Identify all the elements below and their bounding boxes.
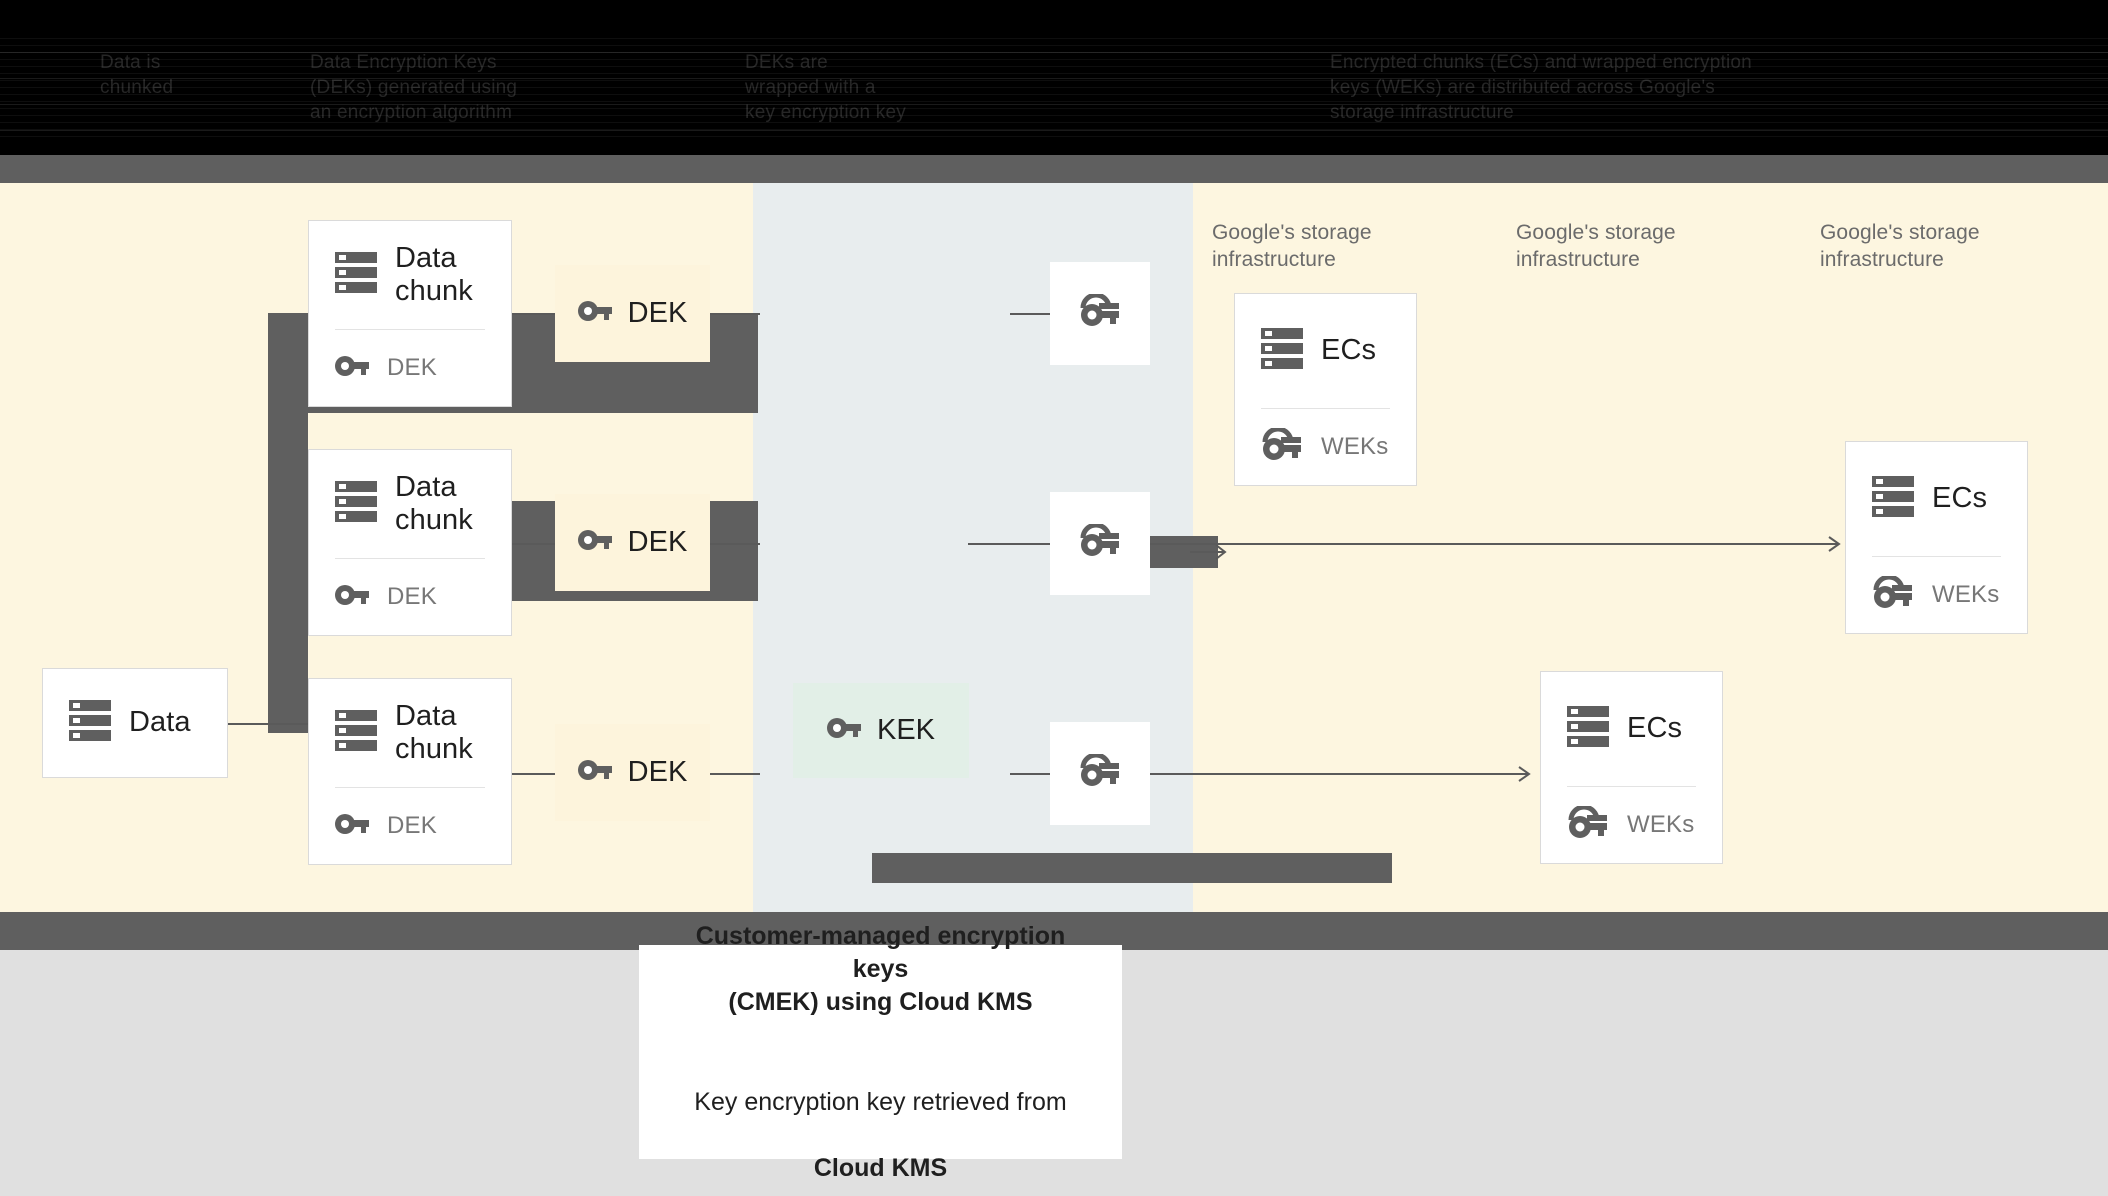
card-data-chunk-1[interactable]: Data chunk DEK (308, 220, 512, 407)
connector-dek2-out (710, 543, 760, 545)
chip-dek-label: DEK (627, 756, 688, 788)
connector-chunk2-dek (510, 543, 555, 545)
wrapped-key-icon (1079, 522, 1121, 563)
wrapped-key-icon (1567, 804, 1609, 845)
key-icon (577, 528, 612, 557)
card-ecs-3[interactable]: ECs WEKs (1540, 671, 1723, 864)
card-ecs-key-label: WEKs (1627, 811, 1695, 838)
chip-kek-label: KEK (876, 714, 936, 746)
connector-kek-out (968, 543, 1013, 545)
column-heading-2: Google's storage infrastructure (1516, 221, 1676, 271)
card-divider (335, 787, 485, 788)
server-icon (335, 709, 377, 758)
card-data-title: Data (129, 706, 191, 739)
chip-dek-label: DEK (627, 526, 688, 558)
server-icon (1872, 475, 1914, 524)
server-icon (335, 251, 377, 300)
chip-dek-label: DEK (627, 297, 688, 329)
card-chunk-title: Data chunk (395, 699, 473, 765)
card-data-chunk-2[interactable]: Data chunk DEK (308, 449, 512, 636)
card-divider (1872, 556, 2001, 557)
key-icon (335, 812, 369, 841)
card-ecs-1[interactable]: ECs WEKs (1234, 293, 1417, 486)
slab-chunk-spine (268, 313, 308, 733)
arrow-to-ecs-2 (1150, 536, 1841, 552)
connector-chunk3-dek (510, 773, 555, 775)
header-label-wrapping: DEKs are wrapped with a key encryption k… (745, 52, 906, 123)
box-wrapped-key-2[interactable] (1050, 492, 1150, 595)
top-divider-band (0, 155, 2108, 183)
caption-normal-bold: Cloud KMS (813, 1153, 948, 1182)
caption-bold-line: Customer-managed encryption keys (CMEK) … (695, 921, 1066, 1016)
caption-normal-line: Key encryption key retrieved from Cloud … (694, 1053, 1066, 1185)
connector-to-wek3 (1010, 773, 1050, 775)
box-wrapped-key-1[interactable] (1050, 262, 1150, 365)
slab-bottom-rail (872, 853, 1392, 883)
arrow-to-ecs-1 (1190, 544, 1227, 560)
chip-dek-2[interactable]: DEK (555, 494, 710, 591)
header-label-dek: Data Encryption Keys (DEKs) generated us… (310, 52, 518, 123)
wrapped-key-icon (1079, 292, 1121, 333)
card-data-chunk-3[interactable]: Data chunk DEK (308, 678, 512, 865)
key-icon (577, 299, 612, 328)
connector-dek1-out (710, 313, 760, 315)
box-wrapped-key-3[interactable] (1050, 722, 1150, 825)
key-icon (335, 354, 369, 383)
card-ecs-title: ECs (1627, 712, 1683, 745)
key-icon (335, 583, 369, 612)
card-divider (1261, 408, 1390, 409)
card-chunk-key-label: DEK (387, 354, 437, 381)
chip-dek-3[interactable]: DEK (555, 724, 710, 821)
key-icon (826, 716, 861, 745)
card-data[interactable]: Data (42, 668, 228, 778)
connector-data-to-chunks (228, 723, 308, 725)
column-heading-1: Google's storage infrastructure (1212, 221, 1372, 271)
connector-to-wek1 (1010, 313, 1050, 315)
header-band: Data is chunked Data Encryption Keys (DE… (0, 0, 2108, 155)
server-icon (69, 699, 111, 748)
arrow-to-ecs-3 (1150, 766, 1531, 782)
connector-chunk1-dek (510, 313, 555, 315)
bottom-divider-band (0, 912, 2108, 950)
column-heading-3: Google's storage infrastructure (1820, 221, 1980, 271)
card-chunk-key-label: DEK (387, 583, 437, 610)
caption-box: Customer-managed encryption keys (CMEK) … (639, 922, 1122, 1182)
card-chunk-key-label: DEK (387, 812, 437, 839)
card-divider (335, 558, 485, 559)
wrapped-key-icon (1261, 426, 1303, 467)
card-ecs-key-label: WEKs (1932, 581, 2000, 608)
card-divider (335, 329, 485, 330)
header-label-distribute: Encrypted chunks (ECs) and wrapped encry… (1330, 52, 1752, 123)
card-ecs-title: ECs (1321, 334, 1377, 367)
connector-to-wek2 (1010, 543, 1050, 545)
connector-dek3-out (710, 773, 760, 775)
key-icon (577, 758, 612, 787)
chip-dek-1[interactable]: DEK (555, 265, 710, 362)
card-ecs-title: ECs (1932, 482, 1988, 515)
chip-kek[interactable]: KEK (793, 683, 969, 778)
server-icon (1567, 705, 1609, 754)
wrapped-key-icon (1872, 574, 1914, 615)
card-ecs-2[interactable]: ECs WEKs (1845, 441, 2028, 634)
card-divider (1567, 786, 1696, 787)
main-canvas: Data Data chunk (0, 183, 2108, 912)
card-chunk-title: Data chunk (395, 241, 473, 307)
card-chunk-title: Data chunk (395, 470, 473, 536)
server-icon (1261, 327, 1303, 376)
header-label-chunked: Data is chunked (100, 52, 174, 98)
wrapped-key-icon (1079, 752, 1121, 793)
caption-normal-text: Key encryption key retrieved from (694, 1087, 1067, 1116)
card-ecs-key-label: WEKs (1321, 433, 1389, 460)
server-icon (335, 480, 377, 529)
